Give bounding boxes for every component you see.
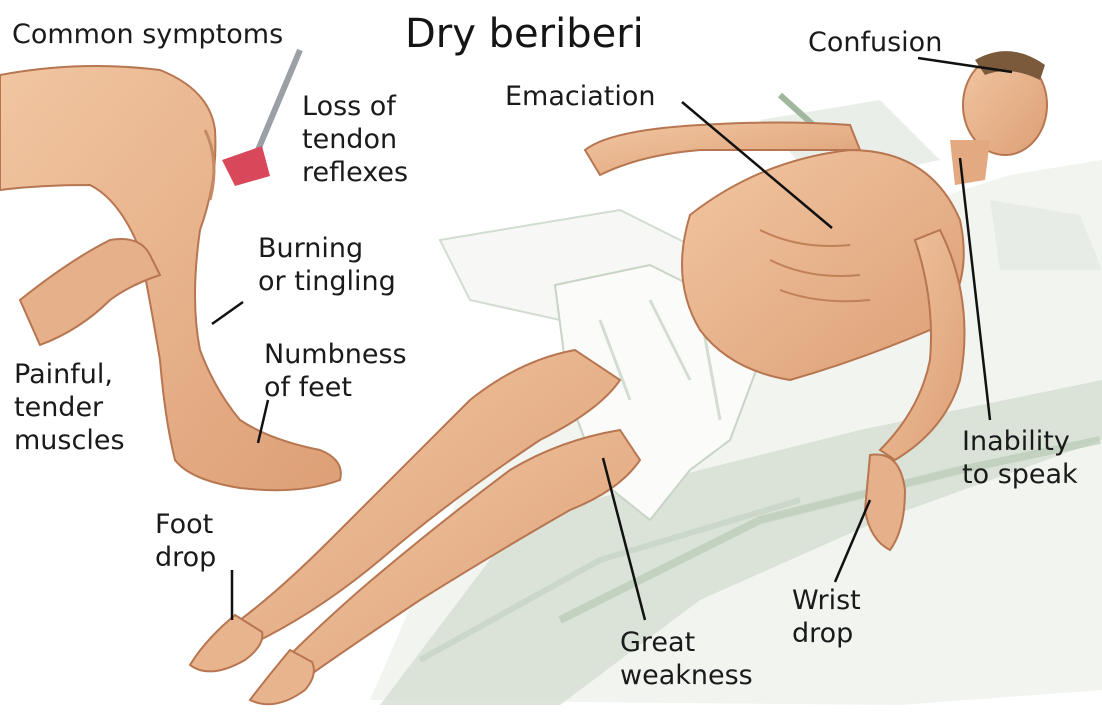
label-loss-of-tendon-reflexes: Loss of tendon reflexes [302, 90, 408, 189]
reflex-hammer-icon [222, 50, 300, 186]
label-confusion: Confusion [808, 26, 942, 59]
label-numbness-of-feet: Numbness of feet [264, 338, 407, 404]
label-emaciation: Emaciation [505, 80, 656, 113]
label-inability-to-speak: Inability to speak [962, 425, 1078, 491]
label-painful-tender-muscles: Painful, tender muscles [14, 358, 125, 457]
label-great-weakness: Great weakness [620, 626, 753, 692]
label-wrist-drop: Wrist drop [792, 584, 861, 650]
page-title: Dry beriberi [405, 12, 644, 56]
common-symptoms-heading: Common symptoms [12, 18, 283, 51]
label-foot-drop: Foot drop [155, 508, 216, 574]
leader-burning [212, 302, 243, 324]
label-burning-or-tingling: Burning or tingling [258, 232, 396, 298]
